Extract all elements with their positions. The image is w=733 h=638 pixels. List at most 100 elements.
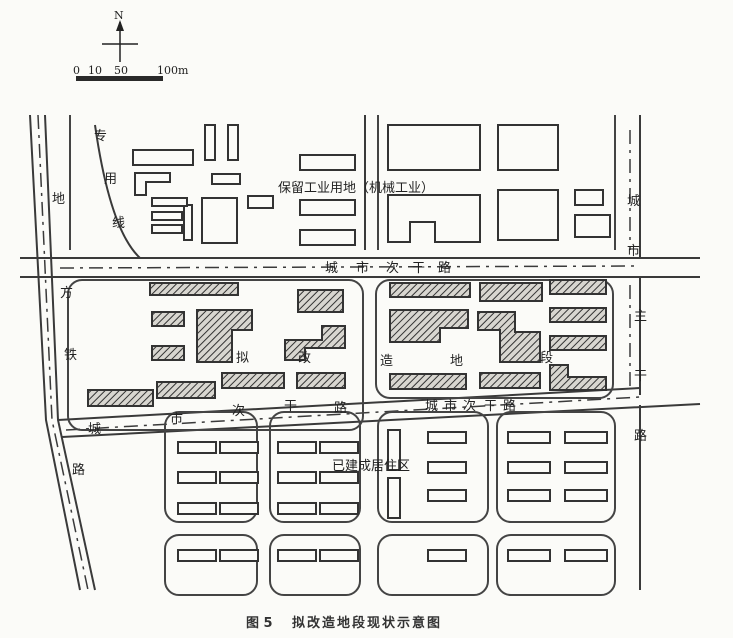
existing-building [151,197,188,207]
railway-edge [44,114,96,591]
secondary-road-north-label: 城市次干路 [325,260,451,276]
redevelopment-building [549,335,607,351]
redevelopment-building [479,372,541,389]
existing-building [227,124,239,161]
redevelopment-building [389,282,471,298]
residential-building [564,431,608,444]
redevelopment-building [297,289,344,313]
residential-building [319,502,359,515]
residential-building [277,441,317,454]
residential-building [507,431,551,444]
residential-building [277,502,317,515]
residential-building [387,477,401,519]
existing-building [211,173,241,185]
redevelopment-building [196,309,253,363]
existing-building [183,204,193,241]
redevelopment-building [156,381,216,399]
residential-building [427,461,467,474]
residential-building [277,549,317,562]
road-network [20,114,701,591]
residential-building [427,489,467,502]
residential-building [387,429,401,471]
residential-building [319,441,359,454]
redevelopment-building [389,309,469,343]
city-block [496,411,616,523]
city-block [377,411,489,523]
buildings [87,124,611,562]
residential-building [564,461,608,474]
existing-building [151,211,183,221]
existing-building [247,195,274,209]
redevelopment-building [549,364,607,391]
residential-building [177,502,217,515]
industrial-land-label: 保留工业用地（机械工业） [278,181,434,196]
redevelopment-building [549,279,607,295]
existing-building [151,224,183,234]
residential-building [219,549,259,562]
residential-building [219,441,259,454]
residential-building [319,549,359,562]
city-block [377,534,489,596]
secondary-road-north-centerline [59,265,641,269]
blocks [67,115,616,596]
figure-number: 图 5 [246,616,273,631]
residential-building [219,471,259,484]
city-block [67,279,364,431]
existing-building [299,154,356,171]
residential-building [507,489,551,502]
secondary-road-south-edge [61,403,701,438]
residential-building [177,549,217,562]
residential-area-label: 已建成居住区 [332,459,410,474]
scale-tick-0: 0 [73,64,80,77]
existing-building [299,199,356,216]
redevelopment-building [284,325,346,361]
existing-building [134,172,171,196]
railway-edge [29,114,81,591]
residential-building [277,471,317,484]
residential-building [564,549,608,562]
figure-title: 拟改造地段现状示意图 [292,615,442,631]
north-arrow-icon: N [102,9,138,62]
scale-tick-10: 10 [88,64,102,77]
city-block [164,534,258,596]
secondary-road-south-right-label: 城市次干路 [425,398,516,414]
existing-building [201,197,238,244]
redevelopment-building [149,282,239,296]
scale-bar: 0 10 50 100m [73,64,189,81]
redevelopment-building [87,389,154,407]
secondary-road-south-edge [57,387,641,421]
existing-building [299,229,356,246]
city-block [496,534,616,596]
block-edge [69,115,616,250]
existing-building [387,194,481,243]
existing-building [132,149,194,166]
city-block [269,534,361,596]
scale-tick-50: 50 [114,64,128,77]
north-label: N [114,9,124,22]
redevelopment-building [549,307,607,323]
residential-building [177,471,217,484]
existing-building [387,124,481,171]
city-block [375,279,614,399]
redevelopment-building [221,372,285,389]
residential-building [219,502,259,515]
redevelopment-building [479,282,543,302]
spur-line [94,124,141,259]
redevelopment-building [296,372,346,389]
residential-building [319,471,359,484]
existing-building [574,214,611,238]
secondary-road-south-centerline [65,396,641,431]
residential-building [177,441,217,454]
city-block [269,411,361,523]
residential-building [564,489,608,502]
existing-building [574,189,604,206]
city-block [164,411,258,523]
redevelopment-building [151,311,185,327]
redevelopment-building [151,345,185,361]
existing-building [497,189,559,241]
residential-building [427,431,467,444]
redevelopment-building [477,311,541,363]
scale-tick-100m: 100m [157,64,189,77]
redevelopment-building [389,373,467,390]
